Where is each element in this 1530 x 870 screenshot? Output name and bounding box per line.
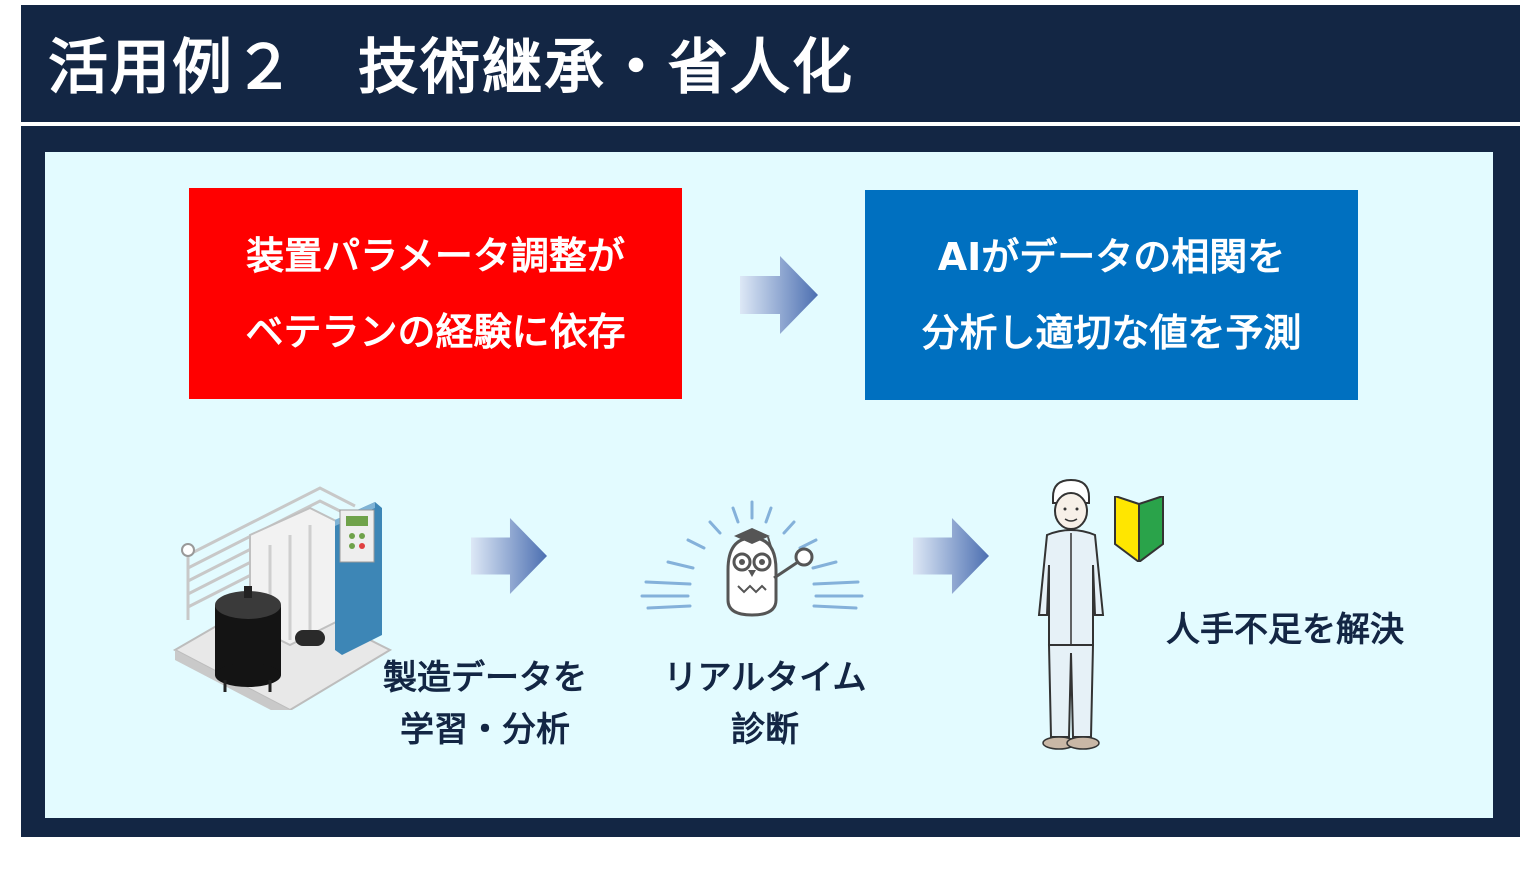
problem-line-1: 装置パラメータ調整が: [246, 233, 625, 278]
solution-box: AIがデータの相関を 分析し適切な値を予測: [865, 190, 1358, 400]
step-label-diagnose-line-1: リアルタイム: [663, 658, 867, 698]
slide-title: 活用例２ 技術継承・省人化: [48, 33, 854, 103]
result-label: 人手不足を解決: [1166, 610, 1404, 650]
step-label-learn: 製造データを 学習・分析: [355, 652, 615, 756]
worker-icon: [1037, 478, 1105, 750]
title-divider: [21, 122, 1520, 126]
factory-machine-icon: [172, 486, 393, 710]
beginner-mark-icon: [1114, 496, 1164, 562]
right-arrow-icon: [471, 518, 547, 594]
problem-box: 装置パラメータ調整が ベテランの経験に依存: [189, 188, 682, 399]
step-label-diagnose: リアルタイム 診断: [640, 652, 890, 756]
problem-line-2: ベテランの経験に依存: [245, 309, 626, 354]
step-label-learn-line-1: 製造データを: [383, 658, 587, 698]
step-label-diagnose-line-2: 診断: [731, 710, 799, 750]
solution-line-2: 分析し適切な値を予測: [921, 311, 1302, 355]
right-arrow-icon: [913, 518, 989, 594]
ai-owl-icon: [640, 500, 864, 617]
solution-line-1: AIがデータの相関を: [937, 235, 1286, 279]
right-arrow-icon: [740, 256, 818, 334]
step-label-learn-line-2: 学習・分析: [400, 710, 570, 750]
